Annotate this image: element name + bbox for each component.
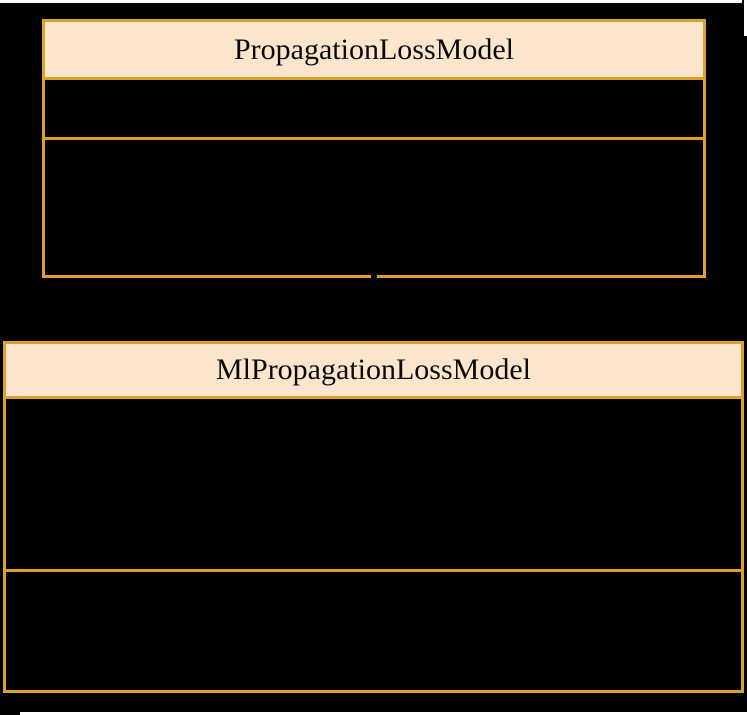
attributes-compartment xyxy=(6,399,741,572)
class-box-propagation-loss-model[interactable]: PropagationLossModel xyxy=(42,19,706,278)
methods-compartment xyxy=(6,572,741,690)
class-name-propagation-loss-model: PropagationLossModel xyxy=(234,32,514,66)
methods-compartment xyxy=(45,140,703,275)
class-name-ml-propagation-loss-model: MlPropagationLossModel xyxy=(216,353,531,386)
slide-edge-top xyxy=(0,0,742,3)
inheritance-line-end xyxy=(370,336,377,343)
inheritance-arrow xyxy=(372,278,375,341)
class-header: PropagationLossModel xyxy=(45,22,703,80)
attributes-compartment xyxy=(45,80,703,140)
slide-edge-right xyxy=(744,0,747,36)
class-header: MlPropagationLossModel xyxy=(6,344,741,399)
inheritance-arrowhead-tip xyxy=(371,275,377,281)
class-box-ml-propagation-loss-model[interactable]: MlPropagationLossModel xyxy=(3,341,744,693)
slide-edge-bottom xyxy=(20,712,747,715)
